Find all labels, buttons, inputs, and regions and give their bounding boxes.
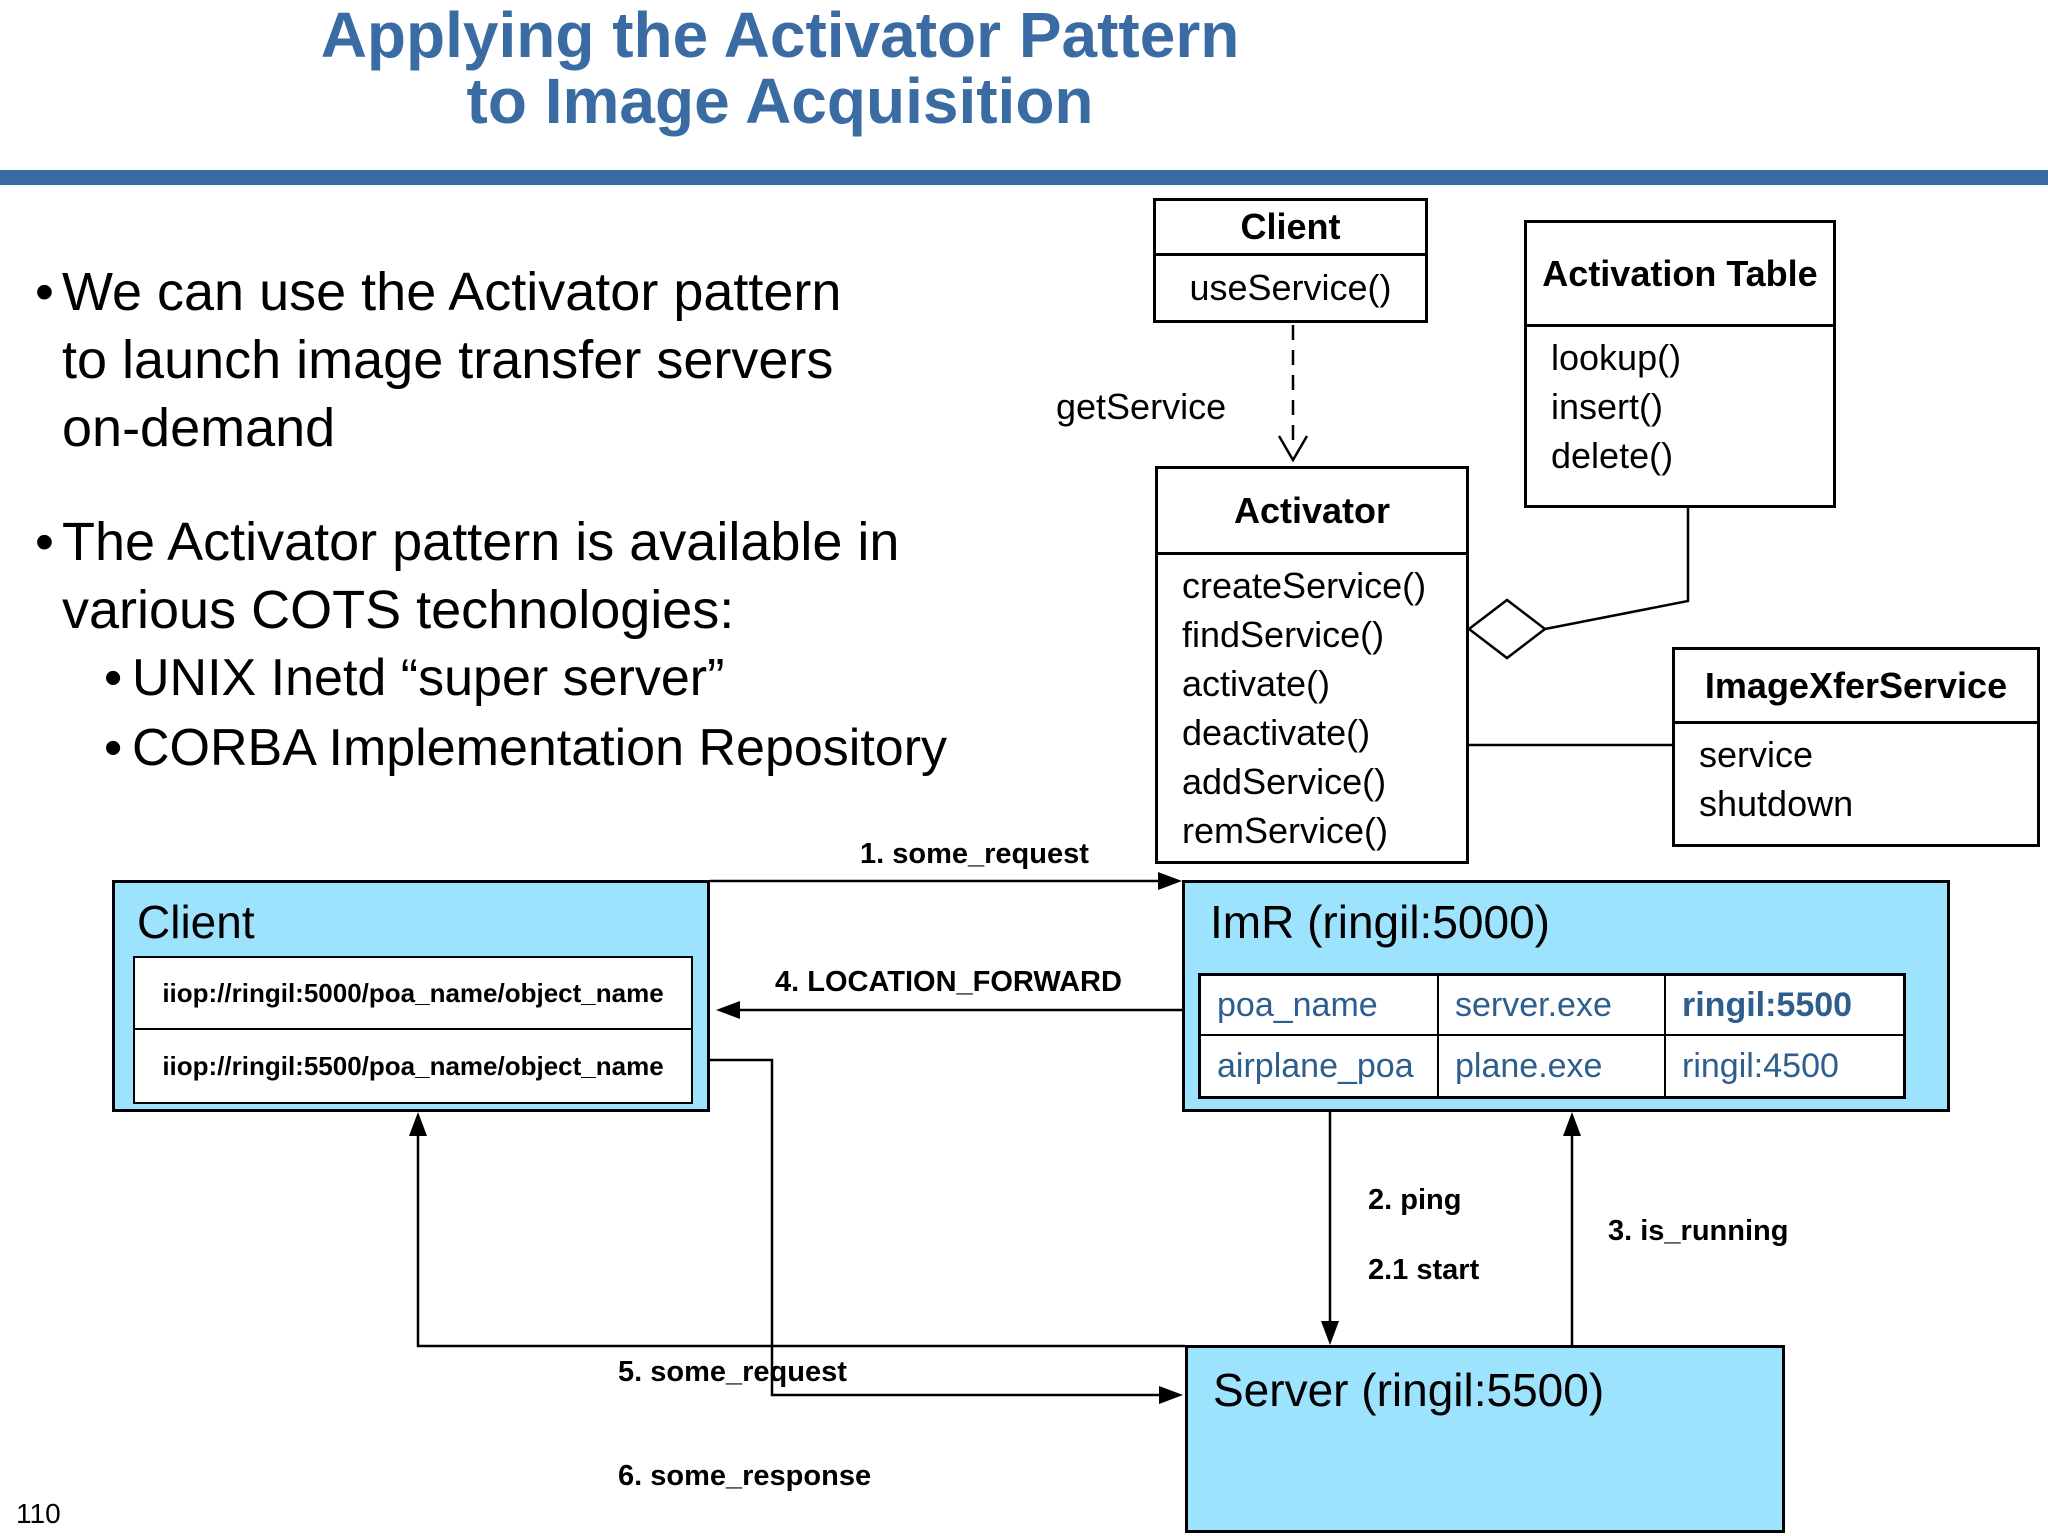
bullet-1-line-2: to launch image transfer servers <box>62 330 834 390</box>
aggregation-line <box>1544 508 1690 631</box>
sub-bullet-2: CORBA Implementation Repository <box>104 718 947 778</box>
imr-table-cell: ringil:5500 <box>1666 976 1903 1036</box>
uml-activation-table-method: insert() <box>1551 386 1664 427</box>
imr-table-cell: server.exe <box>1439 976 1666 1036</box>
flow-imr-box: ImR (ringil:5000) poa_name server.exe ri… <box>1182 880 1950 1112</box>
flow-imr-table: poa_name server.exe ringil:5500 airplane… <box>1198 973 1906 1099</box>
bullet-2-line-2: various COTS technologies: <box>62 580 735 640</box>
uml-activator-method: deactivate() <box>1182 712 1371 753</box>
label-step2: 2. ping <box>1368 1184 1462 1216</box>
arrow-6-head-icon <box>409 1112 427 1136</box>
flow-server-title: Server (ringil:5500) <box>1213 1364 1605 1416</box>
uml-imagexferservice-class: ImageXferService service shutdown <box>1672 647 2040 847</box>
uml-imagexferservice-attr: service <box>1699 734 1814 775</box>
uml-client-title: Client <box>1156 201 1425 256</box>
uml-activator-method: remService() <box>1182 810 1389 851</box>
label-step3: 3. is_running <box>1608 1215 1789 1247</box>
flow-client-refs: iiop://ringil:5000/poa_name/object_name … <box>133 956 693 1104</box>
arrow-5-head-icon <box>1159 1386 1183 1404</box>
arrow-5-line <box>692 1058 1171 1397</box>
uml-activator-method: findService() <box>1182 614 1385 655</box>
imr-table-cell: poa_name <box>1201 976 1439 1036</box>
flow-imr-title: ImR (ringil:5000) <box>1210 896 1550 948</box>
aggregation-diamond-icon <box>1466 598 1548 660</box>
flow-client-ref1: iiop://ringil:5000/poa_name/object_name <box>135 958 691 1030</box>
bullet-1-line-1: We can use the Activator pattern <box>35 262 841 322</box>
arrow-4-head-icon <box>716 1001 740 1019</box>
uml-activator-method: addService() <box>1182 761 1387 802</box>
arrow-3-head-icon <box>1563 1112 1581 1136</box>
get-service-label: getService <box>1056 386 1227 427</box>
label-step4: 4. LOCATION_FORWARD <box>775 966 1122 998</box>
label-step1: 1. some_request <box>860 838 1089 870</box>
uml-activator-class: Activator createService() findService() … <box>1155 466 1469 864</box>
label-step21: 2.1 start <box>1368 1254 1480 1286</box>
label-step6: 6. some_response <box>618 1460 872 1492</box>
flow-client-title: Client <box>137 896 255 948</box>
arrow-1-head-icon <box>1158 872 1182 890</box>
flow-server-box: Server (ringil:5500) <box>1185 1345 1785 1533</box>
slide-title-line1: Applying the Activator Pattern <box>320 0 1240 71</box>
slide-title: Applying the Activator Pattern to Image … <box>0 2 1560 134</box>
slide-title-line2: to Image Acquisition <box>466 65 1094 137</box>
imr-table-cell: airplane_poa <box>1201 1036 1439 1096</box>
uml-activator-title: Activator <box>1158 469 1466 555</box>
bullet-1-line-3: on-demand <box>62 398 336 458</box>
uml-imagexferservice-title: ImageXferService <box>1675 650 2037 724</box>
arrow-6-line <box>416 1122 1185 1348</box>
uml-activation-table-method: lookup() <box>1551 337 1682 378</box>
uml-activator-method: activate() <box>1182 663 1331 704</box>
title-rule <box>0 170 2048 185</box>
sub-bullet-1: UNIX Inetd “super server” <box>104 648 724 708</box>
page-number: 110 <box>16 1498 61 1529</box>
arrow-2-head-icon <box>1321 1321 1339 1345</box>
bullet-2-line-1: The Activator pattern is available in <box>35 512 899 572</box>
flow-client-box: Client iiop://ringil:5000/poa_name/objec… <box>112 880 710 1112</box>
uml-client-class: Client useService() <box>1153 198 1428 323</box>
uml-imagexferservice-attr: shutdown <box>1699 783 1854 824</box>
flow-client-ref2: iiop://ringil:5500/poa_name/object_name <box>162 1050 664 1081</box>
label-step5: 5. some_request <box>618 1356 847 1388</box>
uml-activator-method: createService() <box>1182 565 1427 606</box>
uml-client-method: useService() <box>1189 267 1392 308</box>
imr-table-cell: ringil:4500 <box>1682 1046 1839 1085</box>
uml-activation-table-method: delete() <box>1551 435 1674 476</box>
uml-activation-table-title: Activation Table <box>1527 223 1833 327</box>
open-arrowhead-icon <box>1277 435 1309 463</box>
uml-activation-table-class: Activation Table lookup() insert() delet… <box>1524 220 1836 508</box>
imr-table-cell: plane.exe <box>1439 1036 1666 1096</box>
